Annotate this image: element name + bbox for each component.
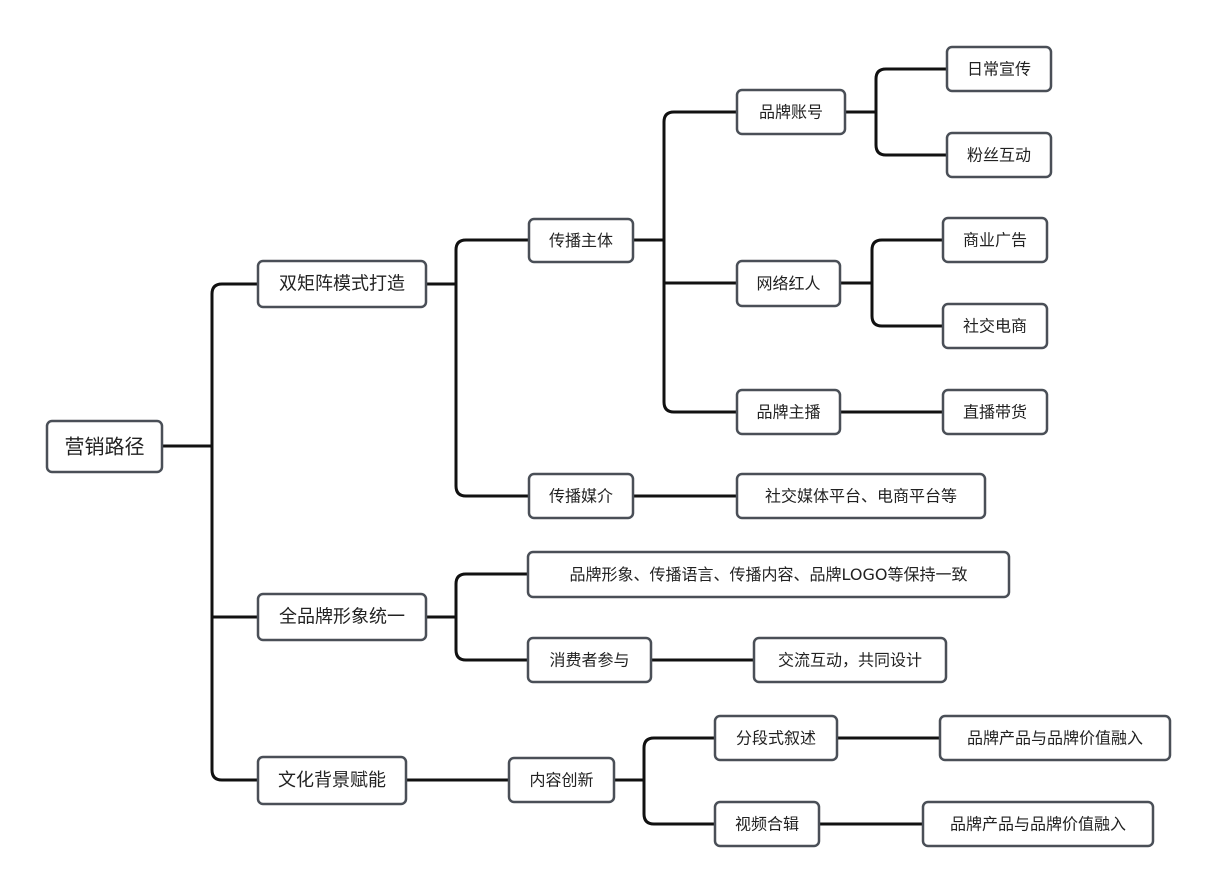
node-influencer[interactable]: 网络红人 — [735, 259, 842, 308]
node-co-design-label: 交流互动，共同设计 — [778, 651, 922, 670]
connector-unified-branch — [454, 572, 530, 662]
node-fusion-1-label: 品牌产品与品牌价值融入 — [967, 729, 1143, 748]
node-cultural-empowerment-label: 文化背景赋能 — [278, 770, 386, 791]
connector-root-branch — [210, 282, 260, 782]
node-segmented-narrative-label: 分段式叙述 — [736, 729, 816, 748]
node-platforms[interactable]: 社交媒体平台、电商平台等 — [735, 472, 987, 520]
connectors — [160, 67, 949, 826]
node-social-ecommerce[interactable]: 社交电商 — [941, 302, 1049, 350]
node-commercial-ads[interactable]: 商业广告 — [941, 216, 1049, 264]
node-social-ecommerce-label: 社交电商 — [963, 317, 1027, 336]
node-consistency-label: 品牌形象、传播语言、传播内容、品牌LOGO等保持一致 — [570, 565, 968, 584]
node-brand-anchor-label: 品牌主播 — [756, 403, 820, 422]
node-brand-account[interactable]: 品牌账号 — [735, 88, 847, 136]
node-live-selling[interactable]: 直播带货 — [941, 388, 1049, 436]
node-fusion-2[interactable]: 品牌产品与品牌价值融入 — [921, 800, 1155, 848]
node-fan-interaction-label: 粉丝互动 — [967, 146, 1031, 165]
node-fan-interaction[interactable]: 粉丝互动 — [945, 131, 1053, 179]
node-consumer-participation[interactable]: 消费者参与 — [526, 636, 653, 684]
connector-brand-account-branch — [874, 67, 949, 157]
node-content-innovation-label: 内容创新 — [529, 771, 593, 790]
node-video-compilation[interactable]: 视频合辑 — [713, 800, 821, 848]
node-comm-subject[interactable]: 传播主体 — [527, 217, 635, 264]
node-influencer-label: 网络红人 — [756, 274, 820, 293]
node-daily-promo[interactable]: 日常宣传 — [945, 45, 1053, 93]
node-unified-image[interactable]: 全品牌形象统一 — [256, 592, 428, 642]
node-root-label: 营销路径 — [65, 435, 145, 459]
node-content-innovation[interactable]: 内容创新 — [507, 756, 616, 804]
node-cultural-empowerment[interactable]: 文化背景赋能 — [256, 755, 408, 806]
connector-dual-matrix-branch — [454, 238, 531, 498]
connector-comm-subject-branch — [662, 110, 739, 414]
node-brand-anchor[interactable]: 品牌主播 — [735, 388, 842, 436]
node-brand-account-label: 品牌账号 — [759, 103, 823, 122]
node-consumer-participation-label: 消费者参与 — [549, 651, 629, 670]
connector-influencer-branch — [870, 238, 945, 328]
node-platforms-label: 社交媒体平台、电商平台等 — [765, 487, 957, 506]
node-live-selling-label: 直播带货 — [963, 403, 1027, 422]
nodes: 营销路径 双矩阵模式打造 传播主体 品牌账号 日常宣传 粉丝互动 网络红人 — [45, 45, 1172, 848]
node-comm-subject-label: 传播主体 — [549, 231, 613, 250]
node-co-design[interactable]: 交流互动，共同设计 — [752, 636, 948, 684]
node-commercial-ads-label: 商业广告 — [963, 231, 1027, 250]
node-segmented-narrative[interactable]: 分段式叙述 — [713, 714, 839, 762]
node-video-compilation-label: 视频合辑 — [735, 815, 799, 834]
node-daily-promo-label: 日常宣传 — [967, 60, 1031, 79]
node-unified-image-label: 全品牌形象统一 — [279, 607, 405, 628]
node-dual-matrix-label: 双矩阵模式打造 — [279, 274, 405, 295]
node-fusion-1[interactable]: 品牌产品与品牌价值融入 — [938, 714, 1172, 762]
node-comm-media[interactable]: 传播媒介 — [527, 472, 635, 520]
node-root[interactable]: 营销路径 — [45, 419, 164, 474]
node-dual-matrix[interactable]: 双矩阵模式打造 — [256, 259, 428, 309]
node-consistency[interactable]: 品牌形象、传播语言、传播内容、品牌LOGO等保持一致 — [526, 550, 1011, 599]
connector-content-innovation-branch — [642, 736, 717, 826]
node-fusion-2-label: 品牌产品与品牌价值融入 — [950, 815, 1126, 834]
node-comm-media-label: 传播媒介 — [549, 487, 613, 506]
